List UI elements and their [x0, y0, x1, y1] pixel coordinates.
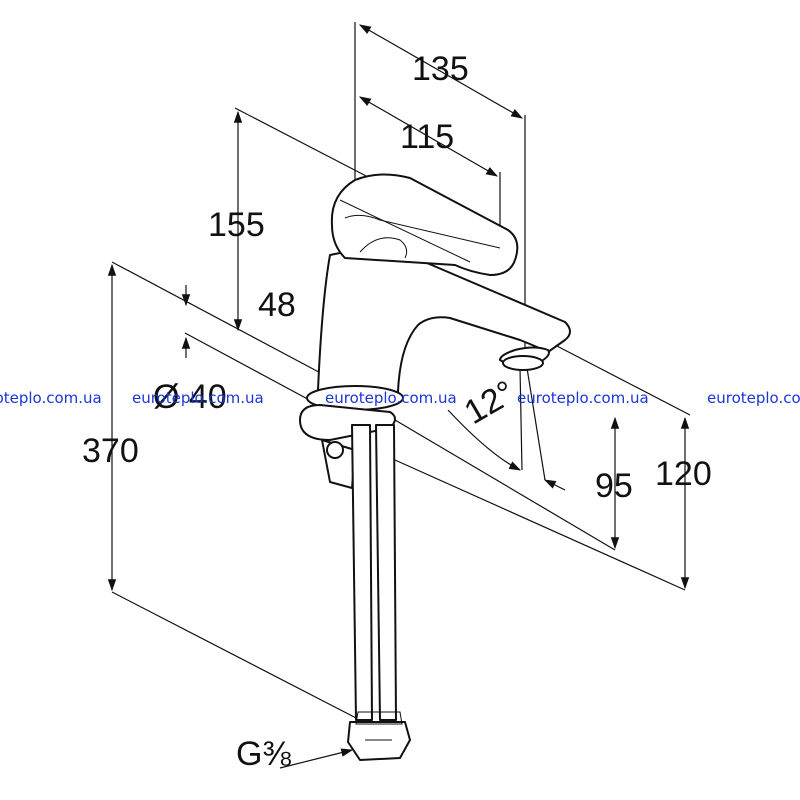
- watermark-3: euroteplo.com.ua: [325, 389, 457, 407]
- faucet-body: [299, 173, 571, 761]
- dim-115: 115: [400, 118, 454, 156]
- dim-370: 370: [82, 432, 139, 470]
- dim-thread: G⅜: [236, 735, 291, 773]
- dim-48: 48: [258, 286, 296, 324]
- watermark-1: euroteplo.com.ua: [0, 389, 102, 407]
- dim-120: 120: [655, 455, 712, 493]
- dim-155: 155: [208, 206, 265, 244]
- watermark-5: euroteplo.com.ua: [707, 389, 800, 407]
- watermark-2: euroteplo.com.ua: [132, 389, 264, 407]
- watermark-4: euroteplo.com.ua: [517, 389, 649, 407]
- dim-95: 95: [595, 467, 633, 505]
- dim-hole-diameter: Ø 40: [153, 378, 227, 416]
- dim-135: 135: [412, 50, 469, 88]
- dim-angle: 12°: [458, 373, 522, 432]
- extension-lines: [111, 22, 691, 721]
- watermarks: euroteplo.com.ua euroteplo.com.ua eurote…: [0, 389, 800, 407]
- dimension-labels: 135 115 155 48 Ø 40 370 12° 95 120 G⅜: [82, 50, 712, 773]
